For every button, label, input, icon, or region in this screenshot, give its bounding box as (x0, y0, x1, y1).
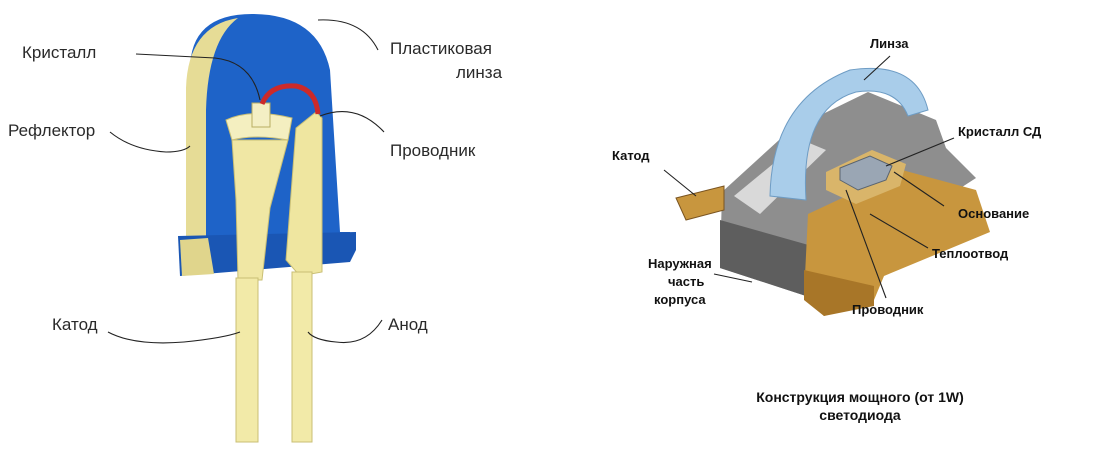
power-led-diagram: Линза Кристалл СД Катод Основание Теплоо… (612, 36, 1042, 423)
label-housing-3: корпуса (654, 292, 706, 307)
label-plastic-lens-2: линза (456, 63, 503, 82)
cathode-terminal (675, 185, 725, 221)
bond-wire (259, 83, 321, 115)
caption-line-2: светодиода (819, 407, 901, 423)
label-lens: Линза (870, 36, 909, 51)
power-lens (769, 67, 929, 201)
label-anode: Анод (388, 315, 428, 334)
anode-leg (291, 271, 313, 443)
caption-line-1: Конструкция мощного (от 1W) (756, 389, 964, 405)
label-cathode: Катод (52, 315, 98, 334)
heatsink-front (804, 270, 874, 316)
label-heatsink: Теплоотвод (932, 246, 1009, 261)
label-reflector: Рефлектор (8, 121, 95, 140)
label-housing-2: часть (668, 274, 704, 289)
label-conductor: Проводник (852, 302, 924, 317)
label-base: Основание (958, 206, 1029, 221)
cathode-post (231, 139, 289, 281)
cathode-leg (235, 277, 259, 443)
reflector (186, 18, 238, 240)
led-crystal (839, 155, 893, 191)
heatsink (804, 170, 990, 316)
label-plastic-lens-1: Пластиковая (390, 39, 492, 58)
label-crystal: Кристалл (22, 43, 96, 62)
label-conductor: Проводник (390, 141, 476, 160)
label-crystal-sd: Кристалл СД (958, 124, 1042, 139)
label-housing-1: Наружная (648, 256, 712, 271)
housing-front (720, 220, 812, 296)
label-cathode: Катод (612, 148, 650, 163)
flange-front (180, 238, 214, 276)
crystal-chip (251, 102, 271, 128)
standard-led-diagram: Кристалл Рефлектор Пластиковая линза Про… (8, 14, 503, 443)
